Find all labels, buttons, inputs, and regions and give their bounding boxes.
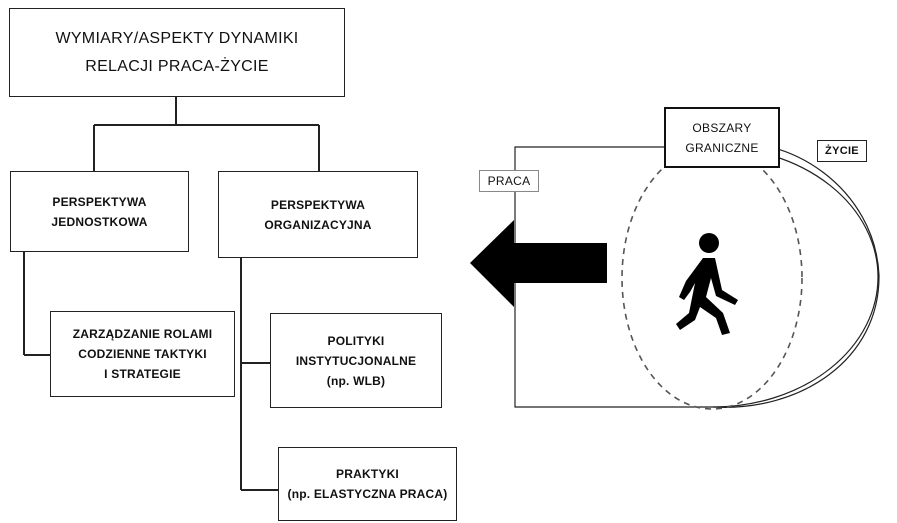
border-areas-box: OBSZARY GRANICZNE xyxy=(664,107,780,168)
roles-line-2: CODZIENNE TAKTYKI xyxy=(78,347,207,361)
root-line-1: WYMIARY/ASPEKTY DYNAMIKI xyxy=(55,29,299,47)
individual-perspective-box: PERSPEKTYWA JEDNOSTKOWA xyxy=(10,171,189,252)
policies-line-1: POLITYKI xyxy=(327,333,385,348)
root-box: WYMIARY/ASPEKTY DYNAMIKI RELACJI PRACA-Ż… xyxy=(9,8,345,97)
policies-line-3: (np. WLB) xyxy=(326,373,386,388)
individual-line-2: JEDNOSTKOWA xyxy=(51,214,148,229)
individual-line-1: PERSPEKTYWA xyxy=(52,194,147,209)
border-line-1: OBSZARY xyxy=(692,120,752,135)
organizational-line-2: ORGANIZACYJNA xyxy=(264,217,372,232)
left-arrow-icon xyxy=(470,220,607,307)
roles-line-3: I STRATEGIE xyxy=(104,367,181,381)
role-management-box: ZARZĄDZANIE ROLAMI CODZIENNE TAKTYKI I S… xyxy=(50,311,235,397)
walking-person-icon xyxy=(676,233,738,335)
practices-box: PRAKTYKI (np. ELASTYCZNA PRACA) xyxy=(278,447,457,521)
organizational-line-1: PERSPEKTYWA xyxy=(270,197,366,212)
root-line-2: RELACJI PRACA-ŻYCIE xyxy=(85,57,269,75)
practices-line-1: PRAKTYKI xyxy=(336,467,399,481)
work-label: PRACA xyxy=(479,170,539,192)
practices-line-2: (np. ELASTYCZNA PRACA) xyxy=(287,487,448,501)
policies-line-2: INSTYTUCJONALNE xyxy=(295,353,417,368)
organizational-perspective-box: PERSPEKTYWA ORGANIZACYJNA xyxy=(218,171,418,258)
institutional-policies-box: POLITYKI INSTYTUCJONALNE (np. WLB) xyxy=(270,313,442,408)
border-line-2: GRANICZNE xyxy=(685,140,759,155)
life-label: ŻYCIE xyxy=(817,140,867,162)
roles-line-1: ZARZĄDZANIE ROLAMI xyxy=(72,327,213,341)
